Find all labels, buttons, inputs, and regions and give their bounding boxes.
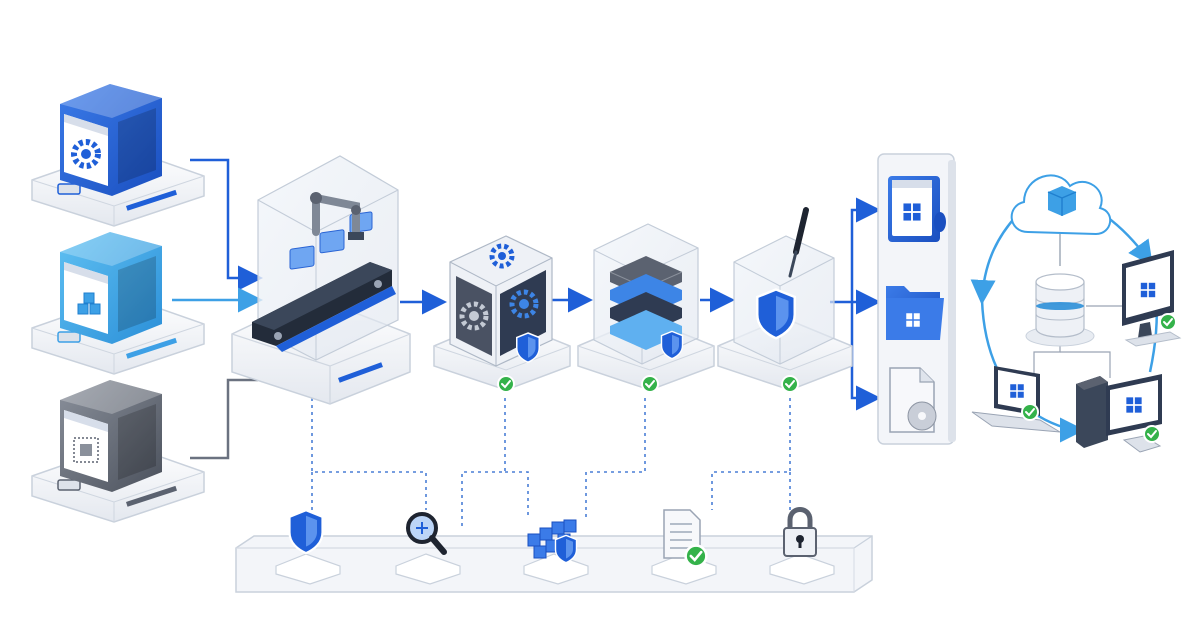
signing-stage — [717, 207, 853, 393]
security-policy — [275, 509, 341, 585]
pen-shield-icon — [756, 207, 809, 340]
stacked-layers-shield-icon — [609, 256, 684, 360]
tower-verified-check — [1143, 425, 1161, 443]
database-icon — [1025, 273, 1095, 347]
disc-file-icon — [889, 367, 937, 433]
signing-verified-check — [781, 375, 799, 393]
dependency-protection — [523, 519, 589, 585]
config-stage — [433, 235, 571, 393]
config-verified-check — [497, 375, 515, 393]
approved-document — [651, 509, 717, 585]
monitor-windows-icon — [1122, 250, 1182, 347]
folder-icon — [886, 286, 944, 340]
layer-stage — [577, 223, 715, 393]
cubes-icon — [77, 292, 101, 315]
distribution-cluster — [970, 174, 1182, 453]
sources-layer — [31, 84, 205, 523]
padlock-icon — [783, 507, 817, 557]
monitor-verified-check — [1159, 313, 1177, 331]
gear-icon — [71, 139, 101, 169]
packaging-factory — [231, 155, 411, 405]
services-layer — [275, 507, 835, 585]
output-rack — [877, 153, 956, 445]
legacy-source-server — [31, 380, 205, 523]
flow-connectors — [172, 158, 881, 460]
windows-app-icon — [888, 176, 946, 242]
build-source-server — [31, 84, 205, 227]
component-source-server — [31, 232, 205, 375]
magnifier-icon — [406, 512, 447, 555]
laptop-verified-check — [1021, 403, 1039, 421]
laptop-windows-icon — [971, 366, 1061, 433]
cubes-shield-icon — [527, 519, 578, 564]
vulnerability-scan — [395, 512, 461, 585]
shield-icon — [288, 509, 324, 555]
layers-verified-check — [641, 375, 659, 393]
tower-windows-icon — [1076, 374, 1162, 453]
access-lock — [769, 507, 835, 585]
gears-shield-icon — [459, 243, 540, 363]
conveyor-robot-icon — [252, 192, 396, 352]
service-connectors — [311, 398, 791, 528]
chip-icon — [73, 437, 99, 463]
pipeline-stages — [433, 207, 853, 393]
document-check-icon — [663, 509, 708, 568]
cloud-cube-icon — [1010, 174, 1111, 236]
